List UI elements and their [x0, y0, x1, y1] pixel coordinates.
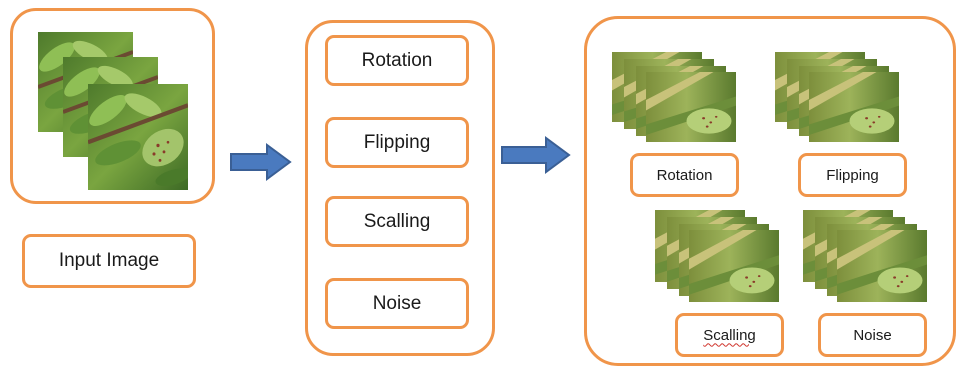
- method-rotation: Rotation: [325, 35, 469, 86]
- output-label-noise: Noise: [818, 313, 927, 357]
- method-scalling: Scalling: [325, 196, 469, 247]
- method-flipping: Flipping: [325, 117, 469, 168]
- flipping-output-image-stack: [775, 52, 899, 142]
- noise-output-image-stack: [803, 210, 927, 302]
- right-arrow-icon: [500, 135, 572, 180]
- input-image-label: Input Image: [22, 234, 196, 288]
- method-noise: Noise: [325, 278, 469, 329]
- right-arrow-icon: [229, 142, 293, 187]
- input-leaf-image-stack: [38, 32, 188, 190]
- leaf-image-front: [85, 84, 188, 190]
- output-label-scalling-text: Scalling: [703, 326, 756, 344]
- rotation-output-image-stack: [612, 52, 736, 142]
- output-label-rotation: Rotation: [630, 153, 739, 197]
- scalling-output-image-stack: [655, 210, 779, 302]
- output-label-flipping: Flipping: [798, 153, 907, 197]
- output-label-scalling: Scalling: [675, 313, 784, 357]
